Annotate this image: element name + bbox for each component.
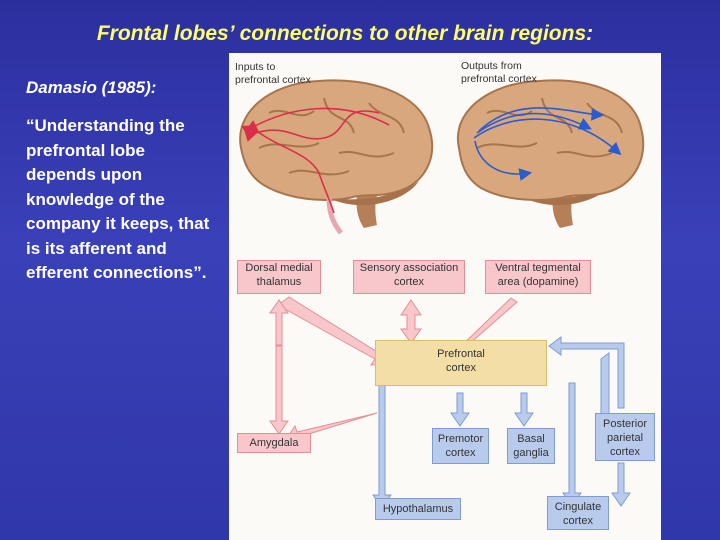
box-hypothalamus: Hypothalamus (375, 498, 461, 520)
box-premotor-cortex: Premotor cortex (432, 428, 489, 464)
output-arrows (372, 336, 631, 509)
box-amygdala: Amygdala (237, 433, 311, 453)
connections-figure: Inputs to prefrontal cortex Outputs from… (229, 53, 661, 540)
inputs-caption-line1: Inputs to (235, 61, 276, 73)
box-posterior-parietal-cortex: Posterior parietal cortex (595, 413, 655, 461)
outputs-caption-line2: prefrontal cortex (461, 73, 537, 85)
citation: Damasio (1985): (26, 78, 157, 97)
box-basal-ganglia: Basal ganglia (507, 428, 555, 464)
box-prefrontal-cortex: Prefrontal cortex (375, 340, 547, 386)
quote-text: “Understanding the prefrontal lobe depen… (26, 116, 210, 282)
box-ventral-tegmental-area: Ventral tegmental area (dopamine) (485, 260, 591, 294)
figure-graphics (239, 79, 645, 509)
box-dorsal-medial-thalamus: Dorsal medial thalamus (237, 260, 321, 294)
inputs-caption-line2: prefrontal cortex (235, 74, 311, 86)
right-brain-illustration (456, 79, 645, 228)
outputs-caption-line1: Outputs from (461, 60, 522, 72)
box-sensory-association-cortex: Sensory association cortex (353, 260, 465, 294)
left-brain-illustration (239, 79, 434, 235)
slide-title: Frontal lobes’ connections to other brai… (96, 22, 594, 45)
box-cingulate-cortex: Cingulate cortex (547, 496, 609, 530)
